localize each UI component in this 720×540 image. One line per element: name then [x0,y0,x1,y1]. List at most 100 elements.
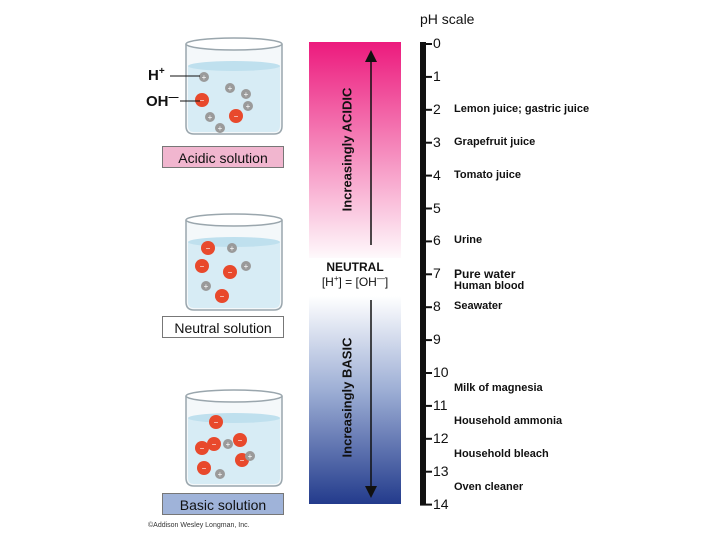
oh-ion [195,441,209,455]
oh-ion-sign: − [238,436,243,445]
oh-ion [197,461,211,475]
increasingly-acidic-label: Increasingly ACIDIC [339,87,355,212]
oh-ion-sign: − [220,292,225,301]
h-ion-text: H [148,67,159,84]
oh-ion-sign: − [206,244,211,253]
oh-ion-sign: − [200,444,205,453]
ph-example: Seawater [454,300,503,313]
oh-ion [229,109,243,123]
oh-ion [233,433,247,447]
ph-example: Tomato juice [454,168,522,181]
oh-ion [215,289,229,303]
beaker-water-surface [188,413,280,423]
oh-ion-label: OH— [146,92,179,110]
ph-scale-axis [420,42,426,504]
h-ion-sign: + [228,84,233,93]
ph-example: Household ammonia [454,415,563,428]
beaker-water [188,418,280,484]
neutral-equation: [H+] = [OH—] [321,274,389,289]
beaker-rim [185,213,283,227]
ph-example: Oven cleaner [454,481,524,494]
ph-ticks [420,43,432,506]
oh-ion-sign: − [214,418,219,427]
h-ion-sign: + [226,440,231,449]
h-ion-sign: + [244,262,249,271]
h-ion-sign: + [202,73,207,82]
oh-ion-sup: — [168,92,179,103]
h-ion [227,243,237,253]
ph-tick-label: 6 [433,232,441,249]
beaker-rim [185,389,283,403]
ph-example: Human blood [454,280,525,293]
ph-tick-label: 0 [433,35,441,51]
beaker-rim [185,37,283,51]
h-ion [241,89,251,99]
ph-example: Urine [454,234,483,247]
oh-ion [201,241,215,255]
oh-ion [195,93,209,107]
beaker-neutral: −+−+−++− [185,213,283,311]
ph-tick-label: 13 [433,462,449,479]
h-ion-label: H+ [148,66,165,84]
h-ion [205,112,215,122]
neutral-title: NEUTRAL [326,260,384,274]
acidic-solution-label: Acidic solution [162,146,284,168]
ph-tick-label: 14 [433,495,449,512]
beaker-basic: −−−−+−−++ [185,389,283,487]
h-ion [223,439,233,449]
h-ion-sup: + [158,66,165,77]
h-ion-sign: + [204,282,209,291]
ph-example: Lemon juice; gastric juice [454,102,590,115]
ph-example: Pure water [454,267,516,282]
ph-example: Household bleach [454,448,549,461]
oh-ion [209,415,223,429]
ph-tick-label: 8 [433,298,441,315]
oh-ion [223,265,237,279]
ph-tick-label: 12 [433,429,449,446]
oh-ion-sign: − [200,96,205,105]
h-ion [241,261,251,271]
oh-ion [207,437,221,451]
h-ion-sign: + [248,452,253,461]
h-ion [215,123,225,133]
oh-ion-sign: − [202,464,207,473]
copyright: ©Addison Wesley Longman, Inc. [148,522,250,529]
oh-ion-sign: − [228,268,233,277]
ph-tick-label: 11 [433,396,448,413]
beaker-water-surface [188,61,280,71]
basic-solution-label: Basic solution [162,493,284,515]
ph-example: Grapefruit juice [454,135,536,148]
increasingly-basic-label: Increasingly BASIC [339,337,355,458]
ph-tick-label: 7 [433,265,441,282]
ph-tick-label: 2 [433,100,441,117]
oh-ion-sign: − [234,112,239,121]
oh-ion-sign: − [200,262,205,271]
ph-tick-label: 9 [433,331,441,348]
h-ion-sign: + [218,124,223,133]
oh-ion-sign: − [240,456,245,465]
h-ion [199,72,209,82]
h-ion [201,281,211,291]
ph-example: Milk of magnesia [454,382,543,395]
oh-ion-sign: − [212,440,217,449]
oh-ion-text: OH [146,93,169,110]
ph-tick-label: 10 [433,364,449,380]
oh-ion [195,259,209,273]
h-ion [215,469,225,479]
neutral-label: NEUTRAL [H+] = [OH—] [309,258,401,291]
ph-tick-label: 4 [433,166,441,183]
h-ion-sign: + [230,244,235,253]
h-ion-sign: + [218,470,223,479]
h-ion [225,83,235,93]
beaker-acidic: +−+++−++ [185,37,283,135]
ph-tick-label: 1 [433,67,441,84]
ph-scale-title: pH scale [420,11,475,27]
h-ion-sign: + [246,102,251,111]
h-ion [245,451,255,461]
ph-tick-label: 3 [433,133,441,150]
neutral-solution-label: Neutral solution [162,316,284,338]
h-ion [243,101,253,111]
ph-tick-label: 5 [433,199,441,216]
h-ion-sign: + [244,90,249,99]
h-ion-sign: + [208,113,213,122]
